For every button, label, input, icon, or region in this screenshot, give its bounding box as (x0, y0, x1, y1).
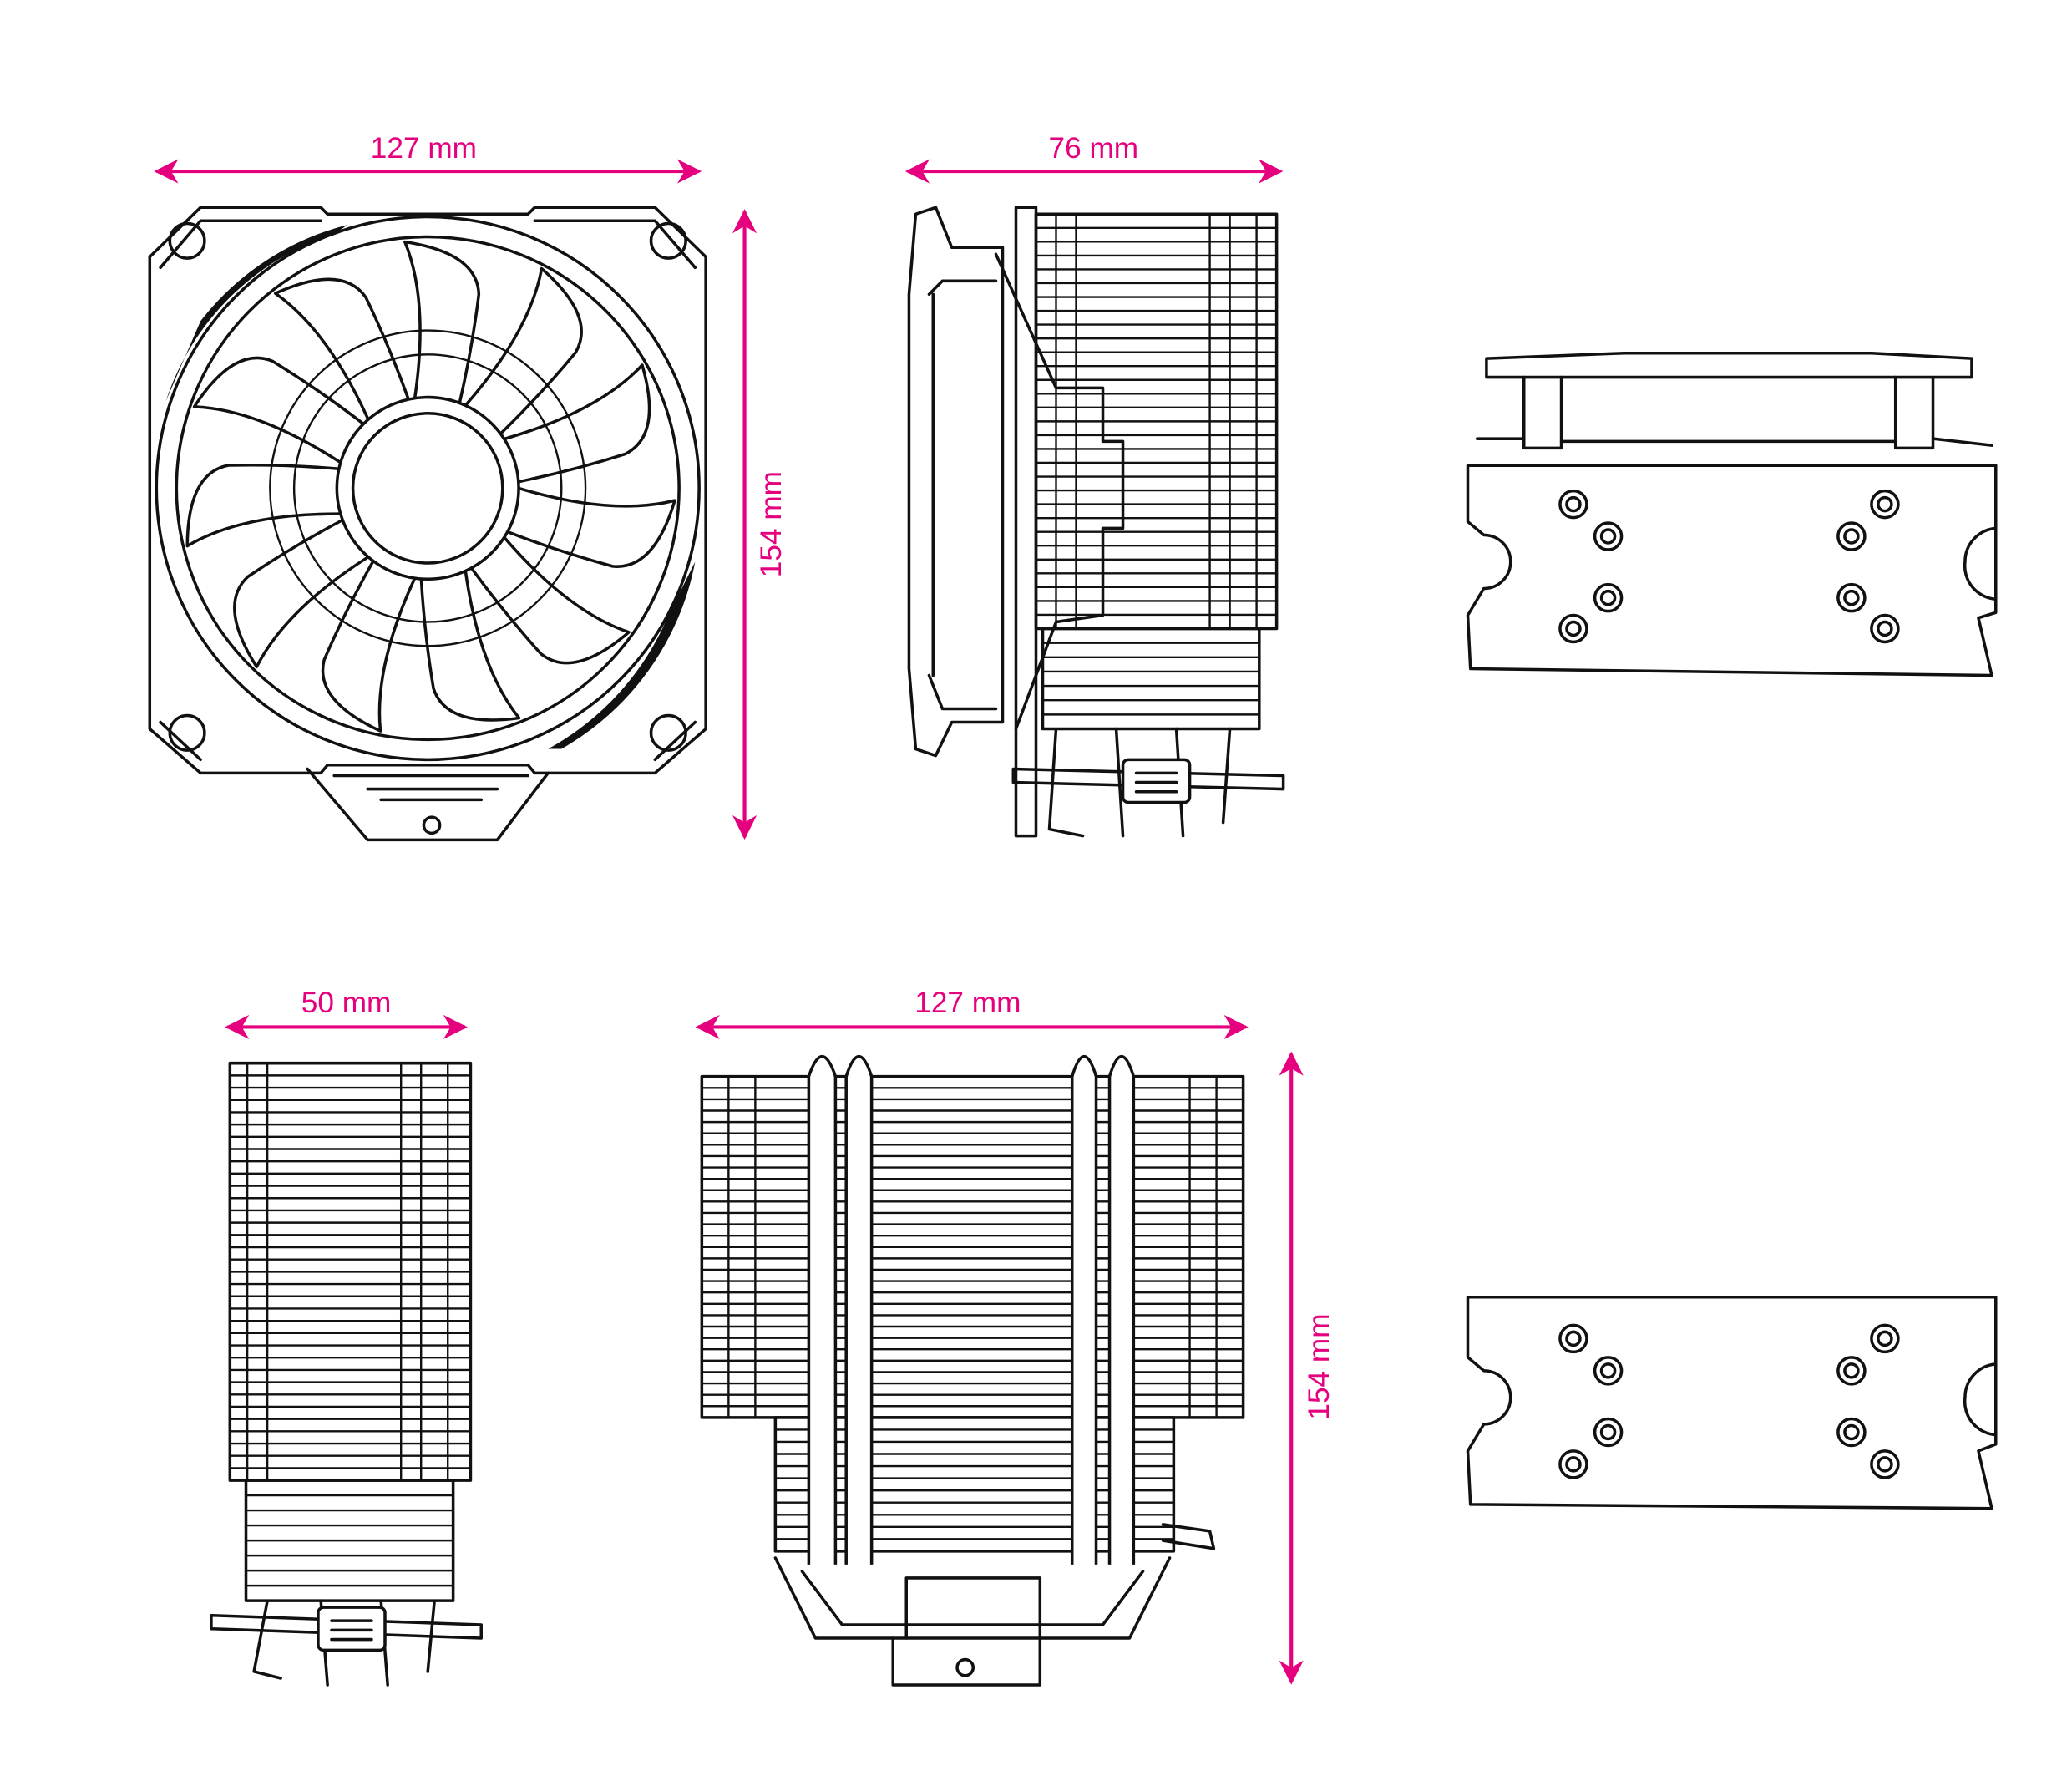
mounting-hole-inner (1843, 528, 1860, 545)
heat-pipe (1107, 1055, 1136, 1565)
mounting-hole-inner (1599, 528, 1617, 545)
heatsink-fins (702, 1076, 1244, 1418)
dimension-label-heatsink-height: 154 mm (1303, 1313, 1335, 1419)
mounting-hole-icon (1593, 521, 1624, 551)
heat-pipe (844, 1055, 874, 1565)
mounting-hole-icon (1558, 1449, 1588, 1479)
mounting-hole-inner (1877, 1456, 1893, 1473)
heatsink-lower-fins (775, 1428, 1174, 1540)
fan-blade (185, 463, 342, 548)
fan-blade (403, 240, 481, 405)
mounting-hole-inner (1599, 1362, 1617, 1379)
dimension-label-heatsink-depth: 50 mm (301, 987, 392, 1019)
mounting-hole-icon (1836, 1417, 1867, 1448)
mounting-hole-inner (1843, 1423, 1860, 1441)
mounting-hole-inner (1599, 1423, 1617, 1441)
mounting-hole-inner (1843, 589, 1860, 606)
dimension-label-side-depth: 76 mm (1049, 132, 1139, 165)
fan-blade (233, 518, 370, 669)
heatsink-side-view (210, 1061, 483, 1687)
heatsink-side-lower-fins (246, 1494, 453, 1587)
fan-blade (192, 356, 365, 464)
mounting-hole-icon (1870, 489, 1900, 520)
fan-blade (464, 266, 583, 436)
mounting-hole-icon (1870, 613, 1900, 644)
side-view (907, 206, 1285, 838)
dimension-label-front-height: 154 mm (755, 471, 788, 577)
base-plate-view (1466, 1296, 1998, 1510)
mounting-hole-icon (1870, 1449, 1900, 1479)
mounting-hole-icon (1558, 489, 1588, 520)
mounting-hole-icon (1558, 613, 1588, 644)
heat-pipe (807, 1055, 838, 1565)
dimension-label-front-width: 127 mm (371, 132, 477, 165)
front-view-fan (148, 206, 707, 842)
fan-hub (335, 395, 520, 581)
mounting-holes-bottom (1558, 1323, 1900, 1479)
mounting-hole-icon (1836, 521, 1867, 551)
side-fins (1036, 214, 1277, 629)
mounting-hole-inner (1877, 620, 1893, 637)
top-view (1466, 351, 1998, 677)
fan-blade (419, 569, 521, 722)
mounting-hole-inner (1565, 620, 1582, 637)
mounting-hole-icon (1836, 582, 1867, 613)
fan-blade (469, 535, 631, 665)
mounting-hole-icon (1558, 1323, 1588, 1354)
heatsink-front-view (700, 1055, 1245, 1687)
mounting-holes-top (1558, 489, 1900, 644)
screw-icon (422, 815, 442, 835)
mounting-hole-icon (1836, 1356, 1867, 1386)
mounting-hole-inner (1877, 1330, 1893, 1347)
side-lower-fins (1042, 642, 1259, 716)
mounting-hole-icon (1870, 1323, 1900, 1354)
mounting-hole-inner (1565, 1330, 1582, 1347)
mounting-hole-inner (1599, 589, 1617, 606)
mounting-hole-inner (1565, 495, 1582, 513)
heat-pipe (1070, 1055, 1098, 1565)
fan-blade (273, 277, 410, 421)
heatsink-side-fins (230, 1063, 471, 1481)
fan-blade (506, 486, 676, 568)
fan-blade (321, 559, 417, 733)
mounting-hole-inner (1565, 1456, 1582, 1473)
mounting-hole-inner (1843, 1362, 1860, 1379)
fan-blades (185, 240, 676, 733)
mounting-hole-icon (1593, 1417, 1624, 1448)
fan-blade (503, 363, 651, 484)
mounting-hole-icon (1593, 1356, 1624, 1386)
heat-pipes (807, 1055, 1136, 1565)
screw-icon (955, 1657, 975, 1677)
dimension-label-heatsink-width: 127 mm (914, 987, 1021, 1019)
mounting-hole-icon (1593, 582, 1624, 613)
mounting-hole-inner (1877, 495, 1893, 513)
